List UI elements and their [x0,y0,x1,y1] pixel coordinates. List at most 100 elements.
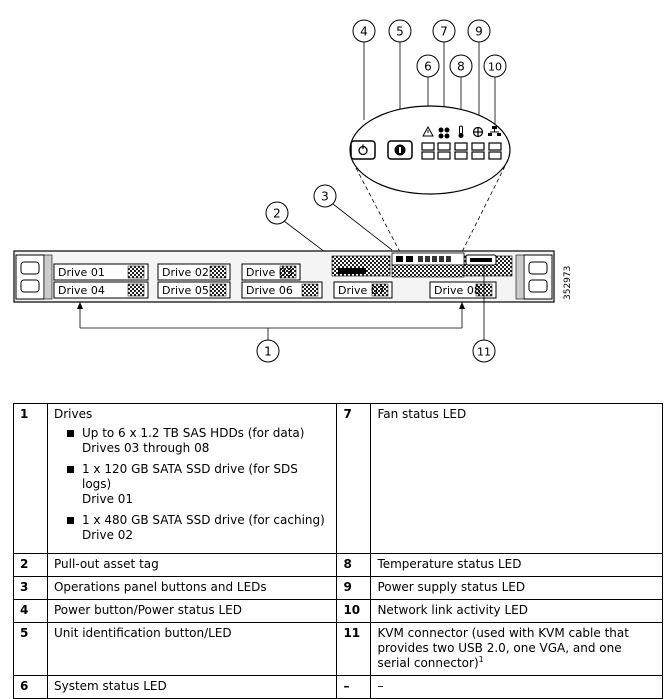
legend-number: 1 [13,403,48,554]
legend-number: 9 [336,576,372,600]
list-item-text: 1 x 120 GB SATA SSD drive (for SDS logs) [81,462,298,491]
legend-number: 3 [13,576,48,600]
callout-4: 4 [352,19,376,120]
power-button-icon [350,140,376,160]
legend-label: Network link activity LED [377,603,528,617]
power-supply-icon [471,126,485,160]
legend-row: 4 Power button/Power status LED 10 Network … [13,599,663,623]
chassis-operations-panel [391,252,465,278]
drive-bay: Drive 02 [157,263,231,281]
svg-text:7: 7 [440,25,448,39]
network-icon [488,126,502,160]
legend-number: 7 [336,403,372,554]
svg-text:10: 10 [488,61,502,74]
callout-8: 8 [449,54,473,128]
svg-text:8: 8 [457,60,465,74]
svg-text:6: 6 [424,60,432,74]
drive-bay: Drive 01 [53,263,149,281]
server-chassis: Drive 01 Drive 02 Drive 03 Drive 04 Drive 05… [13,250,555,303]
temperature-icon [454,125,468,160]
figure-id: 352973 [563,266,573,300]
svg-text:9: 9 [475,25,483,39]
legend-description: Operations panel buttons and LEDs [46,576,338,600]
system-status-icon [421,125,435,160]
callout-5: 5 [388,19,412,120]
drive-label: Drive 01 [58,266,105,279]
legend-label: Drives [53,407,93,421]
callout-9: 9 [467,19,491,128]
callout-2: 2 [265,201,347,269]
legend-number: 8 [336,553,372,577]
legend-label: System status LED [53,679,167,693]
legend-description: Network link activity LED [370,599,663,623]
drive-label: Drive 04 [58,284,105,297]
legend-label: Temperature status LED [377,557,522,571]
drive-label: Drive 02 [162,266,209,279]
list-item-text: 1 x 480 GB SATA SSD drive (for caching) [81,513,325,527]
legend-label: Pull-out asset tag [53,557,159,571]
legend-description: Drives Up to 6 x 1.2 TB SAS HDDs (for dat… [46,403,338,554]
legend-row: 3 Operations panel buttons and LEDs 9 Power… [13,576,663,600]
legend-label: Power supply status LED [377,580,526,594]
drive-bay: Drive 04 [53,281,149,299]
callout-11: 11 [472,266,496,363]
list-item-subtext: Drive 02 [81,528,134,542]
legend-label: KVM connector (used with KVM cable that … [377,626,629,670]
drive-label: Drive 08 [434,284,481,297]
fan-icon [437,127,451,160]
callout-7: 7 [432,19,456,128]
svg-text:5: 5 [396,25,404,39]
list-item-subtext: Drives 03 through 08 [81,441,210,455]
legend-description: Fan status LED [370,403,663,554]
drive-bay: Drive 05 [157,281,231,299]
unit-id-button-icon [387,140,413,160]
drive-spec-list: Up to 6 x 1.2 TB SAS HDDs (for data)Driv… [54,426,330,543]
svg-text:1: 1 [264,345,272,359]
legend-number: 2 [13,553,48,577]
legend-label: Fan status LED [377,407,467,421]
legend-label: Power button/Power status LED [53,603,242,617]
drive-label: Drive 06 [246,284,293,297]
svg-text:3: 3 [321,190,329,204]
legend-description: Temperature status LED [370,553,663,577]
list-item: 1 x 120 GB SATA SSD drive (for SDS logs)… [54,462,330,507]
svg-text:11: 11 [477,346,491,359]
magnified-operations-panel [349,105,511,253]
callout-1: 1 [77,302,465,363]
callout-10: 10 [483,54,507,128]
legend-description: Pull-out asset tag [46,553,338,577]
legend-table: 1 Drives Up to 6 x 1.2 TB SAS HDDs (for da… [13,403,663,699]
drive-label: Drive 07 [338,284,385,297]
legend-number: 4 [13,599,48,623]
legend-description: Power supply status LED [370,576,663,600]
legend-number: 5 [13,622,48,676]
legend-label: Unit identification button/LED [53,626,232,640]
list-item-text: Up to 6 x 1.2 TB SAS HDDs (for data) [81,426,305,440]
legend-description: Power button/Power status LED [46,599,338,623]
callout-3: 3 [313,184,393,251]
list-item: Up to 6 x 1.2 TB SAS HDDs (for data)Driv… [54,426,330,456]
drive-label: Drive 05 [162,284,209,297]
legend-number: 11 [336,622,372,676]
legend-label: – [377,679,384,693]
legend-number: 10 [336,599,372,623]
footnote-marker: 1 [478,655,484,664]
drive-bay: Drive 07 [333,281,393,299]
list-item-subtext: Drive 01 [81,492,134,506]
server-front-panel-diagram: 4 5 7 9 6 8 10 [13,19,573,363]
pull-out-asset-tag [338,268,366,274]
legend-row: 1 Drives Up to 6 x 1.2 TB SAS HDDs (for da… [13,403,663,554]
drive-bay: Drive 06 [241,281,323,299]
svg-text:2: 2 [273,207,281,221]
legend-row: 2 Pull-out asset tag 8 Temperature status L… [13,553,663,577]
drive-label: Drive 03 [246,266,293,279]
legend-label: Operations panel buttons and LEDs [53,580,267,594]
kvm-connector [465,254,497,266]
drive-bay: Drive 03 [241,263,301,281]
legend-description: Unit identification button/LED [46,622,338,676]
drive-bay: Drive 08 [429,281,497,299]
svg-text:4: 4 [360,25,368,39]
legend-description: KVM connector (used with KVM cable that … [370,622,663,676]
callout-6: 6 [416,54,440,128]
